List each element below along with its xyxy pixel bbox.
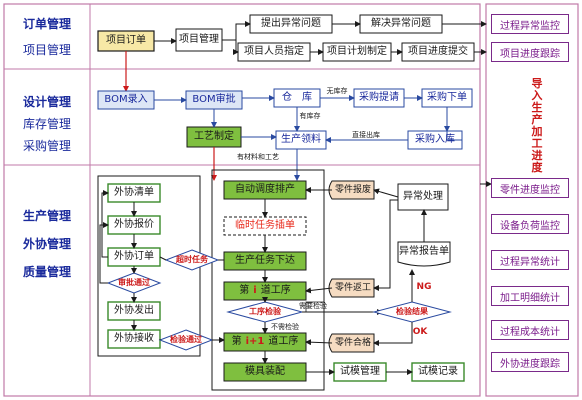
import-progress-text: 导入生产加工进度 [531, 77, 543, 174]
outsource-list-label: 外协清单 [114, 187, 154, 198]
label-purchase: 采购管理 [22, 139, 71, 153]
outsource-order-label: 外协订单 [114, 251, 154, 262]
prod-pick-label: 生产领料 [281, 134, 321, 145]
production-frame [211, 169, 325, 391]
ng-label: NG [416, 281, 432, 292]
outsource-receive-label: 外协接收 [114, 333, 154, 344]
process-plan-label: 工艺制定 [194, 131, 234, 142]
warehouse-label: 仓 库 [282, 92, 312, 103]
purchase-req-label: 采购提请 [359, 92, 399, 103]
production-connectors [262, 199, 413, 375]
outsource-ship-label: 外协发出 [114, 305, 154, 316]
progress-submit-label: 项目进度提交 [408, 46, 468, 57]
label-production: 生产管理 [22, 209, 71, 223]
has-stock-label: 有库存 [299, 111, 321, 120]
bom-input-label: BOM录入 [104, 94, 148, 105]
step-i1-index: i+1 [245, 336, 265, 347]
outsource-progress-track: 外协进度跟踪 [491, 352, 569, 372]
main-frame [3, 3, 481, 397]
plan-label: 项目计划制定 [327, 46, 387, 57]
ok-label: OK [412, 326, 428, 337]
outsource-quote-label: 外协报价 [114, 219, 154, 230]
mold-assembly-label: 模具装配 [245, 366, 285, 377]
part-rework-box [328, 278, 375, 298]
inspect-pass-label: 检验通过 [170, 335, 202, 344]
label-design: 设计管理 [22, 95, 71, 109]
process-exception-monitor: 过程异常监控 [491, 14, 569, 34]
part-ok-box [328, 333, 375, 353]
outsource-task-label: 超时任务 [176, 255, 208, 264]
step-i1-suffix: 道工序 [268, 336, 299, 347]
no-stock-label: 无库存 [326, 86, 348, 95]
label-quality: 质量管理 [22, 265, 71, 279]
bom-review-label: BOM审批 [192, 94, 236, 105]
trial-record-label: 试模记录 [418, 366, 458, 377]
trial-manage-label: 试模管理 [340, 366, 380, 377]
process-cost-stats: 过程成本统计 [491, 320, 569, 340]
exception-label: 异常处理 [403, 191, 443, 202]
project-progress-track: 项目进度跟踪 [491, 42, 569, 62]
part-rework-label: 零件返工 [334, 282, 371, 293]
report-issue-label: 提出异常问题 [261, 18, 321, 29]
project-order-label: 项目订单 [106, 35, 146, 46]
label-inventory: 库存管理 [22, 117, 71, 131]
step-i-suffix: 道工序 [260, 285, 291, 296]
purchase-in-label: 采购入库 [415, 134, 455, 145]
step-i1-prefix: 第 [231, 336, 242, 347]
part-ok-label: 零件合格 [334, 337, 371, 348]
right-frame [485, 3, 579, 397]
exception-report-label: 异常报告单 [399, 246, 449, 257]
outsource-task-diamond [164, 249, 220, 271]
quality-connectors [305, 187, 427, 346]
process-check-label: 工序检验 [249, 307, 281, 316]
inspect-result-label: 检验结果 [396, 307, 428, 316]
bom-process-label: 有材料和工艺 [237, 152, 279, 161]
qc-out-label: 直接出库 [352, 130, 380, 139]
part-report-box [328, 180, 375, 200]
outsource-connectors [99, 190, 233, 343]
step-i-label: 第 i 道工序 [224, 282, 306, 300]
part-progress-monitor: 零件进度监控 [491, 178, 569, 198]
urgent-insert-label: 临时任务插单 [235, 220, 295, 231]
step-i-prefix: 第 [239, 285, 250, 296]
label-outsource: 外协管理 [22, 237, 71, 251]
project-manage-label: 项目管理 [179, 34, 219, 45]
resolve-issue-label: 解决异常问题 [371, 18, 431, 29]
step-i-index: i [253, 285, 257, 296]
order-connectors [154, 21, 487, 55]
process-exception-stats: 过程异常统计 [491, 250, 569, 270]
part-report-label: 零件报废 [334, 184, 371, 195]
label-order: 订单管理 [22, 17, 71, 31]
approve-pass-label: 审批通过 [118, 278, 150, 287]
auto-schedule-label: 自动调度排产 [235, 184, 295, 195]
exception-report-doc [397, 241, 451, 267]
need-check-label: 需要检验 [299, 302, 327, 310]
task-issue-label: 生产任务下达 [235, 255, 295, 266]
processing-detail-stats: 加工明细统计 [491, 286, 569, 306]
inspect-pass-diamond [158, 329, 214, 351]
assign-staff-label: 项目人员指定 [244, 46, 304, 57]
equipment-load-monitor: 设备负荷监控 [491, 214, 569, 234]
exception-box [397, 183, 449, 211]
step-i1-label: 第 i+1 道工序 [224, 333, 306, 351]
no-check-label: 不需检验 [271, 323, 299, 331]
design-connectors [154, 95, 462, 181]
need-check-line [305, 301, 324, 312]
purchase-order-label: 采购下单 [427, 92, 467, 103]
label-project: 项目管理 [22, 43, 71, 57]
